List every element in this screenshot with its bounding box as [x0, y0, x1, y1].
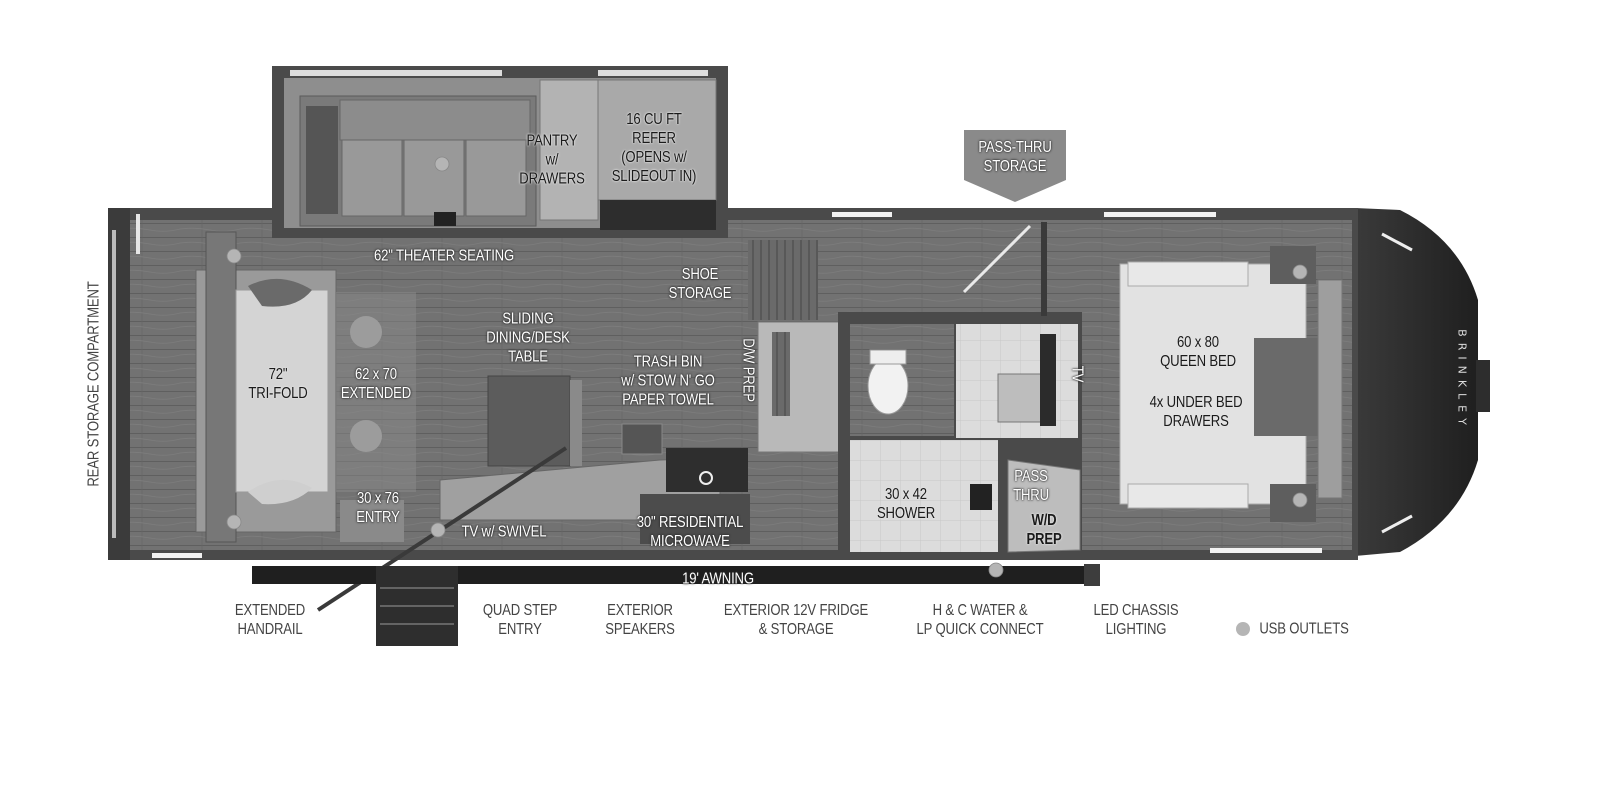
- theater-seating-label: 62" THEATER SEATING: [373, 247, 515, 265]
- refer-label: 16 CU FT REFER (OPENS w/ SLIDEOUT IN): [611, 111, 697, 185]
- tv-label: TV: [1068, 365, 1086, 383]
- usb-outlet-legend-icon: [1236, 622, 1250, 636]
- under-bed-drawers-label: 4x UNDER BED DRAWERS: [1149, 394, 1243, 430]
- quad-step-label: QUAD STEP ENTRY: [482, 602, 558, 638]
- wd-prep-label: W/D PREP: [1026, 512, 1062, 548]
- front-cap: [1355, 208, 1478, 556]
- hitch-pin: [1476, 360, 1490, 412]
- pass-thru-storage-label: PASS-THRU STORAGE: [978, 139, 1052, 175]
- dw-prep-label: D/W PREP: [739, 338, 757, 402]
- brand-logo: BRINKLEY: [1455, 329, 1469, 431]
- microwave-label: 30" RESIDENTIAL MICROWAVE: [636, 514, 744, 550]
- awning-rail: [252, 566, 1100, 584]
- trash-bin-label: TRASH BIN w/ STOW N' GO PAPER TOWEL: [621, 353, 715, 409]
- speakers-label: EXTERIOR SPEAKERS: [605, 602, 675, 638]
- queen-bed-label: 60 x 80 QUEEN BED: [1160, 334, 1236, 370]
- usb-outlets-legend-label: USB OUTLETS: [1259, 620, 1349, 638]
- awning-label: 19' AWNING: [682, 570, 754, 588]
- pass-thru-arrow: [964, 130, 1066, 202]
- exterior-fridge-label: EXTERIOR 12V FRIDGE & STORAGE: [723, 602, 869, 638]
- tv-swivel-label: TV w/ SWIVEL: [461, 523, 547, 541]
- shoe-storage-label: SHOE STORAGE: [668, 266, 732, 302]
- extended-label: 62 x 70 EXTENDED: [340, 366, 412, 402]
- usb-dots: [226, 156, 1308, 578]
- shower-label: 30 x 42 SHOWER: [876, 486, 936, 522]
- pantry-label: PANTRY w/ DRAWERS: [519, 132, 585, 188]
- rear-storage-label: REAR STORAGE COMPARTMENT: [85, 281, 103, 487]
- handrail-label: EXTENDED HANDRAIL: [234, 602, 306, 638]
- tri-fold-label: 72" TRI-FOLD: [248, 366, 308, 402]
- chassis-lighting-label: LED CHASSIS LIGHTING: [1093, 602, 1179, 638]
- quad-step: [376, 566, 458, 646]
- entry-door-label: 30 x 76 ENTRY: [356, 490, 400, 526]
- water-connect-label: H & C WATER & LP QUICK CONNECT: [916, 602, 1044, 638]
- dining-table-label: SLIDING DINING/DESK TABLE: [486, 310, 570, 366]
- pass-thru-label: PASS THRU: [1013, 468, 1049, 504]
